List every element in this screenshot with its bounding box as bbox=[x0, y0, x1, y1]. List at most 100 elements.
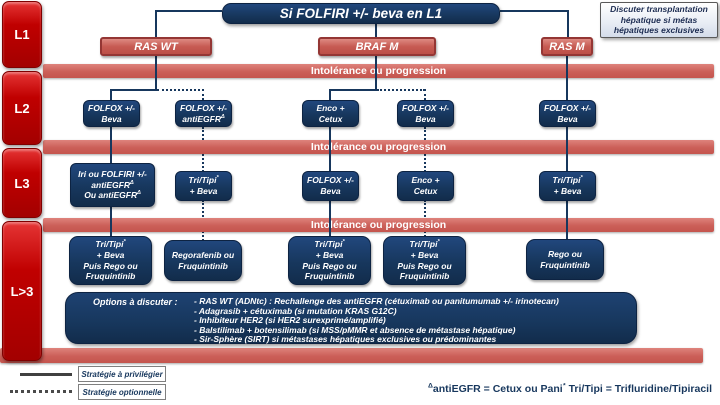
options-item: - Balstilimab + botensilimab (si MSS/pMM… bbox=[194, 324, 516, 335]
box-line: FOLFOX +/- bbox=[544, 102, 591, 113]
transplant-note-box: Discuter transplantation hépatique si mé… bbox=[600, 2, 718, 38]
l2-box-folfox-antiegfr: FOLFOX +/- antiEGFRΔ bbox=[175, 100, 232, 127]
line-l3-label: L3 bbox=[2, 148, 42, 218]
header-title-box: Si FOLFIRI +/- beva en L1 bbox=[222, 3, 500, 24]
box-line: Tri/Tipi* bbox=[314, 238, 345, 249]
l4-box-regorafenib-fruquintinib: Regorafenib ou Fruquintinib bbox=[164, 240, 242, 281]
l2-text: L2 bbox=[14, 100, 30, 116]
banner-progression-1: Intolérance ou progression bbox=[43, 64, 714, 78]
note-line: Discuter transplantation bbox=[610, 4, 708, 15]
options-box: Options à discuter : - RAS WT (ADNtc) : … bbox=[65, 292, 637, 344]
l2-box-folfox-beva-raswt: FOLFOX +/- Beva bbox=[83, 100, 140, 127]
box-line: Beva bbox=[320, 186, 341, 196]
box-line: FOLFOX +/- bbox=[88, 102, 135, 113]
connector-line bbox=[110, 127, 112, 164]
l4-box-tritipi-rego-1: Tri/Tipi* + Beva Puis Rego ou Fruquintin… bbox=[69, 236, 152, 285]
connector-line bbox=[566, 127, 568, 172]
box-line: Regorafenib ou bbox=[171, 249, 235, 260]
box-line: Puis Rego ou bbox=[302, 260, 357, 271]
l2-box-folfox-beva-braf: FOLFOX +/- Beva bbox=[397, 100, 454, 127]
box-line: + Beva bbox=[410, 249, 439, 260]
box-line: Tri/Tipi* bbox=[409, 238, 440, 249]
box-line: FOLFOX +/- bbox=[180, 102, 227, 113]
note-line: hépatique si métas bbox=[620, 14, 698, 25]
box-line: antiEGFRΔ bbox=[182, 113, 225, 124]
l2-box-folfox-beva-rasm: FOLFOX +/- Beva bbox=[539, 100, 596, 127]
options-item: - Adagrasib + cétuximab (si mutation KRA… bbox=[194, 305, 397, 316]
note-line: hépatiques exclusives bbox=[613, 25, 705, 36]
box-line: Enco + bbox=[411, 175, 440, 186]
chip-label: BRAF M bbox=[355, 40, 399, 53]
box-line: FOLFOX +/- bbox=[402, 102, 449, 113]
banner-text: Intolérance ou progression bbox=[310, 141, 447, 153]
box-line: Iri ou FOLFIRI +/- bbox=[78, 168, 147, 179]
connector-line bbox=[375, 56, 377, 91]
l4-box-rego-fruquintinib: Rego ou Fruquintinib bbox=[526, 239, 604, 280]
footnote-tritipi: * Tri/Tipi = Trifluridine/Tipiracil bbox=[563, 382, 713, 395]
connector-line bbox=[155, 56, 157, 91]
connector-line bbox=[330, 89, 376, 91]
box-line: Puis Rego ou bbox=[397, 260, 452, 271]
l3-box-tritipi-beva-raswt: Tri/Tipi* + Beva bbox=[175, 171, 232, 201]
banner-text: Intolérance ou progression bbox=[310, 219, 447, 231]
line-l1-label: L1 bbox=[2, 1, 42, 68]
banner-progression-3: Intolérance ou progression bbox=[43, 218, 714, 232]
connector-line bbox=[110, 89, 112, 100]
l3-text: L3 bbox=[14, 175, 30, 191]
options-item: - Inhibiteur HER2 (si HER2 surexprimé/am… bbox=[194, 315, 386, 326]
box-line: Fruquintinib bbox=[85, 271, 136, 282]
box-line: Ou antiEGFRΔ bbox=[84, 190, 141, 201]
legend-preferred-box: Stratégie à privilégier bbox=[78, 366, 166, 382]
box-line: Fruquintinib bbox=[540, 259, 590, 270]
connector-line bbox=[329, 200, 331, 237]
banner-progression-2: Intolérance ou progression bbox=[43, 140, 714, 154]
connector-line-optional bbox=[202, 89, 204, 100]
connector-line-optional bbox=[157, 89, 204, 91]
chip-label: RAS WT bbox=[134, 40, 178, 53]
box-line: + Beva bbox=[315, 249, 344, 260]
l4-box-tritipi-rego-2: Tri/Tipi* + Beva Puis Rego ou Fruquintin… bbox=[288, 236, 371, 285]
box-line: + Beva bbox=[96, 249, 125, 260]
l2-box-enco-cetux: Enco + Cetux bbox=[302, 100, 359, 127]
box-line: + Beva bbox=[189, 186, 218, 196]
box-line: Tri/Tipi* bbox=[188, 175, 219, 186]
legend-optional-label: Stratégie optionnelle bbox=[82, 387, 162, 397]
connector-line bbox=[566, 200, 568, 240]
box-line: Beva bbox=[101, 113, 122, 124]
connector-line bbox=[110, 206, 112, 237]
legend-dotted-line bbox=[10, 390, 72, 393]
header-title: Si FOLFIRI +/- beva en L1 bbox=[279, 6, 443, 21]
chip-label: RAS M bbox=[549, 40, 585, 53]
connector-line bbox=[111, 89, 157, 91]
box-line: FOLFOX +/- bbox=[307, 175, 354, 186]
connector-line bbox=[155, 10, 157, 37]
legend-preferred-label: Stratégie à privilégier bbox=[81, 369, 163, 379]
connector-line-optional bbox=[424, 89, 426, 100]
options-label: Options à discuter : bbox=[93, 297, 178, 307]
line-l2-label: L2 bbox=[2, 71, 42, 145]
connector-line bbox=[329, 127, 331, 172]
legend-optional-box: Stratégie optionnelle bbox=[78, 384, 166, 400]
chip-ras-wt: RAS WT bbox=[100, 37, 212, 56]
l4-text: L>3 bbox=[10, 283, 34, 299]
l4-box-tritipi-rego-3: Tri/Tipi* + Beva Puis Rego ou Fruquintin… bbox=[383, 236, 466, 285]
box-line: + Beva bbox=[553, 186, 582, 196]
box-line: Cetux bbox=[413, 186, 438, 196]
chip-braf-m: BRAF M bbox=[318, 37, 436, 56]
box-line: Tri/Tipi* bbox=[552, 175, 583, 186]
options-item: - RAS WT (ADNtc) : Rechallenge des antiE… bbox=[194, 296, 559, 306]
box-line: Tri/Tipi* bbox=[95, 238, 126, 249]
box-line: Fruquintinib bbox=[178, 260, 228, 271]
connector-line bbox=[329, 89, 331, 100]
legend-solid-line bbox=[20, 373, 72, 376]
options-list: - RAS WT (ADNtc) : Rechallenge des antiE… bbox=[194, 296, 559, 345]
banner-text: Intolérance ou progression bbox=[310, 65, 447, 77]
connector-line bbox=[567, 10, 569, 37]
connector-line-optional bbox=[377, 89, 425, 91]
footnote-antiegfr: ΔantiEGFR = Cetux ou Pani bbox=[428, 382, 563, 395]
connector-line bbox=[156, 10, 222, 12]
options-item: - Sir-Sphère (SIRT) si métastases hépati… bbox=[194, 334, 497, 345]
banner-bottom-strip bbox=[0, 348, 703, 363]
box-line: Puis Rego ou bbox=[83, 260, 138, 271]
